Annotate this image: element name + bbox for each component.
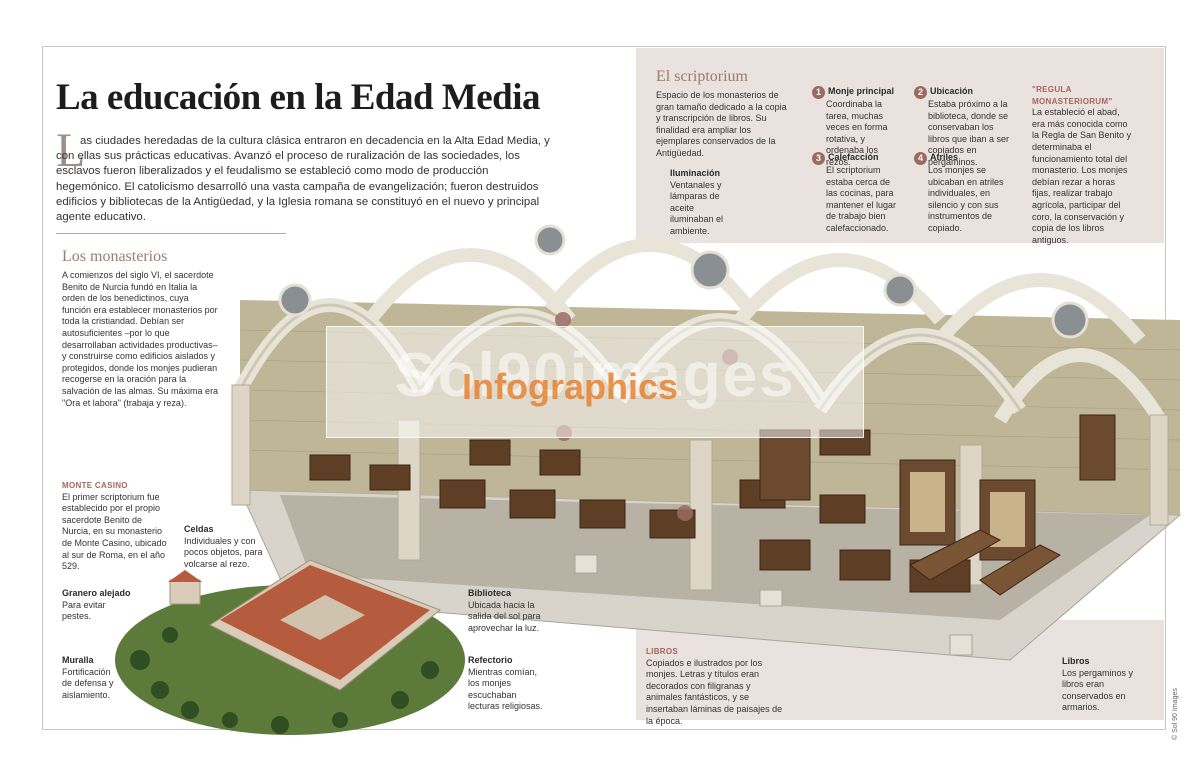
monk-desks <box>309 429 971 593</box>
granero-title: Granero alejado <box>62 588 131 598</box>
item-text: El scriptorium estaba cerca de las cocin… <box>826 165 897 233</box>
biblioteca-title: Biblioteca <box>468 588 512 598</box>
regula-block: "REGULA MONASTERIORUM" La estableció el … <box>1032 84 1132 246</box>
page-title: La educación en la Edad Media <box>56 77 541 118</box>
item-title: Atriles <box>930 152 959 162</box>
muralla-text: Fortificación de defensa y aislamiento. <box>62 666 114 700</box>
item-text: Coordinaba la tarea, muchas veces en for… <box>826 99 888 167</box>
biblioteca-label: Biblioteca Ubicada hacia la salida del s… <box>468 588 542 634</box>
scriptorium-text: Espacio de los monasterios de gran tamañ… <box>656 90 787 158</box>
celdas-text: Individuales y con pocos objetos, para v… <box>184 535 263 569</box>
muralla-label: Muralla Fortificación de defensa y aisla… <box>62 655 122 701</box>
celdas-label: Celdas Individuales y con pocos objetos,… <box>184 524 266 570</box>
monte-casino-block: MONTE CASINO El primer scriptorium fue e… <box>62 480 172 573</box>
number-badge: 1 <box>812 86 825 99</box>
item-title: Ubicación <box>930 86 974 96</box>
intro-text: as ciudades heredadas de la cultura clás… <box>56 134 556 235</box>
refectorio-title: Refectorio <box>468 655 513 665</box>
iluminacion-block: Iluminación Ventanales y lámparas de ace… <box>670 168 738 238</box>
item-text: Los monjes se ubicaban en atriles indivi… <box>928 165 1004 233</box>
credit-line: © Sol 90 Images <box>1172 688 1179 740</box>
watermark-logo: Sol90images <box>394 341 796 410</box>
regula-text: La estableció el abad, era más conocida … <box>1032 107 1132 245</box>
number-badge: 3 <box>812 152 825 165</box>
muralla-title: Muralla <box>62 655 94 665</box>
intro-divider <box>56 233 286 235</box>
celdas-title: Celdas <box>184 524 214 534</box>
scriptorium-panel <box>636 48 1164 243</box>
item-title: Monje principal <box>828 86 895 96</box>
iluminacion-text: Ventanales y lámparas de aceite iluminab… <box>670 179 724 236</box>
monte-casino-illustration <box>115 559 465 735</box>
granero-text: Para evitar pestes. <box>62 599 106 622</box>
granero-label: Granero alejado Para evitar pestes. <box>62 588 132 623</box>
libros-left-block: LIBROS Copiados e ilustrados por los mon… <box>646 646 786 727</box>
number-badge: 4 <box>914 152 927 165</box>
watermark-box <box>326 326 864 438</box>
granary <box>169 579 201 605</box>
monasterios-title: Los monasterios <box>62 248 168 265</box>
libros-right-title: Libros <box>1062 656 1090 666</box>
iluminacion-title: Iluminación <box>670 168 721 178</box>
libros-right-block: Libros Los pergaminos y libros eran cons… <box>1062 656 1134 714</box>
item-title: Calefacción <box>828 152 879 162</box>
libros-left-title: LIBROS <box>646 647 679 656</box>
intro-paragraph: as ciudades heredadas de la cultura clás… <box>56 135 550 224</box>
libros-left-text: Copiados e ilustrados por los monjes. Le… <box>646 657 783 726</box>
libros-right-text: Los pergaminos y libros eran conservados… <box>1062 667 1134 713</box>
granary-roof <box>168 570 202 582</box>
biblioteca-text: Ubicada hacia la salida del sol para apr… <box>468 599 541 633</box>
rose-windows <box>278 224 1089 339</box>
number-badge: 2 <box>914 86 927 99</box>
cloister <box>280 595 365 640</box>
monasterios-text: A comienzos del siglo VI, el sacerdote B… <box>62 270 219 408</box>
refectorio-text: Mientras comían, los monjes escuchaban l… <box>468 666 543 712</box>
regula-title: "REGULA MONASTERIORUM" <box>1032 85 1113 106</box>
lecterns <box>909 529 1061 596</box>
pillar-bases <box>574 554 973 656</box>
trees <box>130 627 439 734</box>
monte-casino-text: El primer scriptorium fue establecido po… <box>62 491 167 572</box>
monte-casino-title: MONTE CASINO <box>62 481 128 490</box>
refectorio-label: Refectorio Mientras comían, los monjes e… <box>468 655 546 713</box>
watermark-subtitle: Infographics <box>461 366 679 407</box>
item-text: Estaba próximo a la biblioteca, donde se… <box>928 99 1010 167</box>
scriptorium-title: El scriptorium <box>656 68 748 85</box>
